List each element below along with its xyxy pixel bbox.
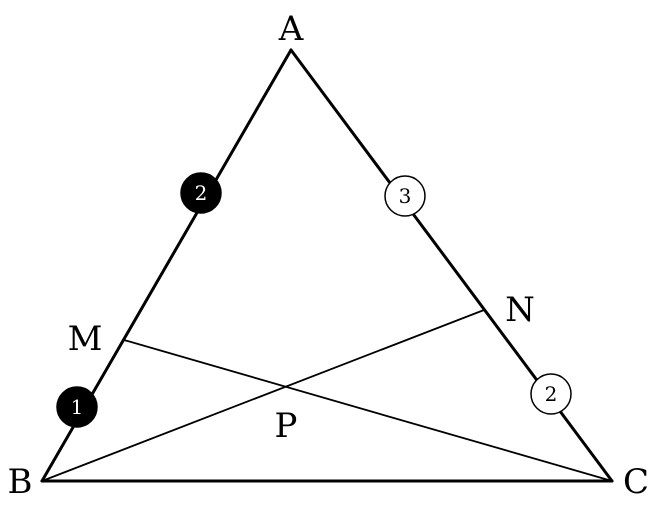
label-n: N — [505, 290, 535, 330]
ratio-marker-am-value: 2 — [195, 181, 208, 205]
label-p: P — [275, 406, 298, 446]
ratio-marker-an: 3 — [384, 175, 426, 217]
ratio-marker-mb-circle — [56, 386, 98, 428]
ratio-marker-nc-value: 2 — [545, 382, 558, 406]
ratio-marker-nc: 2 — [530, 373, 572, 415]
label-b: B — [8, 462, 33, 502]
label-c: C — [623, 462, 649, 502]
label-m: M — [68, 319, 103, 359]
segment-bn — [41, 309, 485, 482]
ratio-marker-mb-value: 1 — [71, 395, 84, 419]
segment-mc — [123, 339, 613, 482]
ratio-marker-am: 2 — [180, 172, 222, 214]
label-a: A — [278, 9, 304, 49]
ratio-marker-nc-circle — [530, 373, 572, 415]
ratio-marker-an-circle — [384, 175, 426, 217]
side-ac — [289, 48, 614, 483]
ratio-marker-am-circle — [180, 172, 222, 214]
ratio-marker-an-value: 3 — [399, 184, 412, 208]
ratio-marker-mb: 1 — [56, 386, 98, 428]
